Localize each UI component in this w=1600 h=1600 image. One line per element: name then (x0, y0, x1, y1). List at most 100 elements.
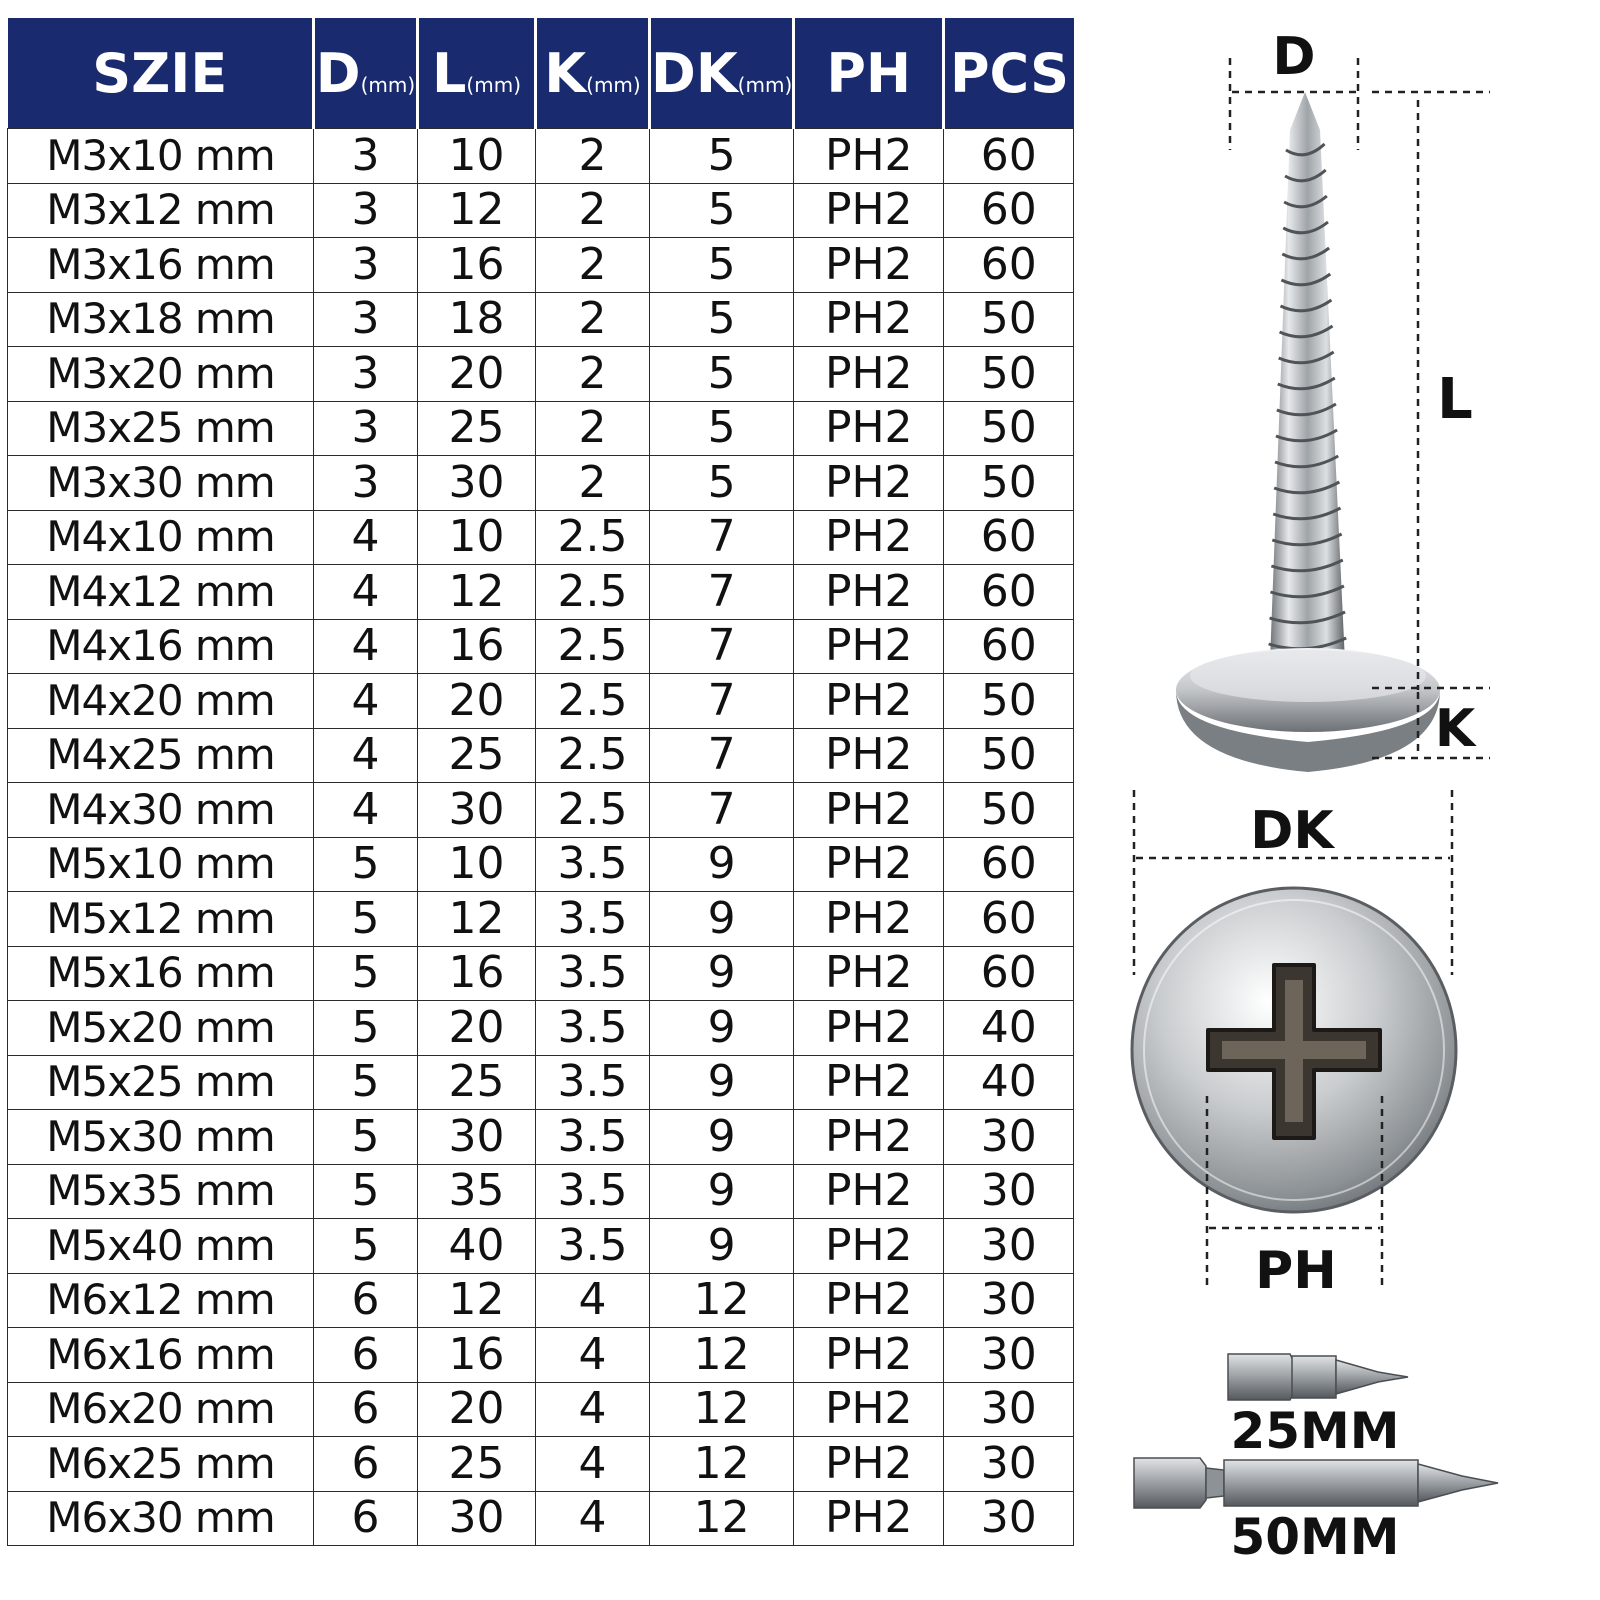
table-cell: 50 (943, 400, 1075, 456)
screwdriver-bit-icon-long (1133, 1457, 1499, 1509)
bit-short-label: 25MM (1230, 1402, 1399, 1460)
table-cell: M5x10 mm (7, 836, 314, 892)
table-cell: 35 (417, 1163, 536, 1219)
table-cell: PH2 (793, 291, 945, 347)
table-cell: M3x30 mm (7, 455, 314, 511)
table-cell: 20 (417, 1000, 536, 1056)
bit-long-label: 50MM (1230, 1508, 1399, 1566)
column-header-unit: (mm) (466, 72, 521, 97)
table-cell: 30 (943, 1381, 1075, 1437)
table-cell: M3x12 mm (7, 182, 314, 238)
table-cell: 4 (535, 1436, 650, 1492)
table-cell: M4x16 mm (7, 618, 314, 674)
label-l: L (1437, 367, 1473, 432)
table-cell: 4 (535, 1272, 650, 1328)
table-cell: 50 (943, 346, 1075, 402)
table-cell: PH2 (793, 1381, 945, 1437)
table-cell: 7 (648, 727, 795, 783)
table-cell: 25 (417, 727, 536, 783)
table-cell: PH2 (793, 891, 945, 947)
table-cell: 3.5 (535, 891, 650, 947)
column-header-d: D(mm) (313, 18, 419, 129)
table-cell: 25 (417, 1436, 536, 1492)
table-cell: 12 (648, 1381, 795, 1437)
table-cell: 30 (943, 1490, 1075, 1546)
table-cell: 30 (417, 455, 536, 511)
table-cell: 5 (313, 1109, 418, 1165)
table-cell: 30 (943, 1109, 1075, 1165)
table-cell: 4 (313, 782, 418, 838)
table-cell: PH2 (793, 509, 945, 565)
table-cell: 16 (417, 237, 536, 293)
table-cell: M5x16 mm (7, 945, 314, 1001)
table-cell: 50 (943, 673, 1075, 729)
column-header-unit: (mm) (586, 72, 641, 97)
table-cell: 20 (417, 673, 536, 729)
table-cell: PH2 (793, 1218, 945, 1274)
table-cell: 2 (535, 346, 650, 402)
table-cell: PH2 (793, 1109, 945, 1165)
column-header-label: L (432, 41, 467, 105)
table-cell: 60 (943, 237, 1075, 293)
table-cell: M6x25 mm (7, 1436, 314, 1492)
column-header-label: PCS (949, 41, 1070, 105)
label-k: K (1435, 699, 1477, 759)
table-cell: M4x30 mm (7, 782, 314, 838)
table-cell: 6 (313, 1327, 418, 1383)
k-dimension (1372, 686, 1490, 760)
table-cell: 5 (648, 128, 795, 184)
table-cell: PH2 (793, 455, 945, 511)
table-cell: 9 (648, 945, 795, 1001)
label-dk: DK (1250, 801, 1335, 861)
table-cell: M6x20 mm (7, 1381, 314, 1437)
ph-dimension (1205, 1096, 1384, 1285)
table-cell: 50 (943, 782, 1075, 838)
table-cell: 30 (943, 1327, 1075, 1383)
table-cell: PH2 (793, 836, 945, 892)
table-cell: 4 (313, 564, 418, 620)
table-cell: 5 (313, 1054, 418, 1110)
table-cell: PH2 (793, 1327, 945, 1383)
table-cell: 5 (648, 182, 795, 238)
table-cell: 6 (313, 1381, 418, 1437)
table-cell: 18 (417, 291, 536, 347)
table-cell: 5 (313, 891, 418, 947)
table-cell: 2 (535, 455, 650, 511)
table-cell: 6 (313, 1490, 418, 1546)
table-cell: 9 (648, 1109, 795, 1165)
table-cell: 30 (943, 1272, 1075, 1328)
table-cell: 12 (417, 1272, 536, 1328)
table-cell: 3.5 (535, 1218, 650, 1274)
table-cell: 40 (943, 1000, 1075, 1056)
table-cell: 3.5 (535, 1109, 650, 1165)
table-cell: 7 (648, 509, 795, 565)
table-cell: 6 (313, 1436, 418, 1492)
table-cell: 5 (313, 836, 418, 892)
table-cell: 2.5 (535, 727, 650, 783)
table-cell: 20 (417, 1381, 536, 1437)
table-cell: 12 (417, 891, 536, 947)
column-header-unit: (mm) (737, 72, 793, 97)
table-cell: 4 (535, 1327, 650, 1383)
table-cell: PH2 (793, 1054, 945, 1110)
table-cell: 12 (648, 1327, 795, 1383)
column-header-label: D (315, 41, 361, 105)
table-cell: 16 (417, 618, 536, 674)
table-cell: 3 (313, 291, 418, 347)
table-cell: PH2 (793, 346, 945, 402)
table-cell: 9 (648, 1218, 795, 1274)
table-cell: 5 (313, 1163, 418, 1219)
table-cell: 4 (313, 618, 418, 674)
table-cell: PH2 (793, 673, 945, 729)
table-cell: 9 (648, 1000, 795, 1056)
table-cell: 50 (943, 455, 1075, 511)
